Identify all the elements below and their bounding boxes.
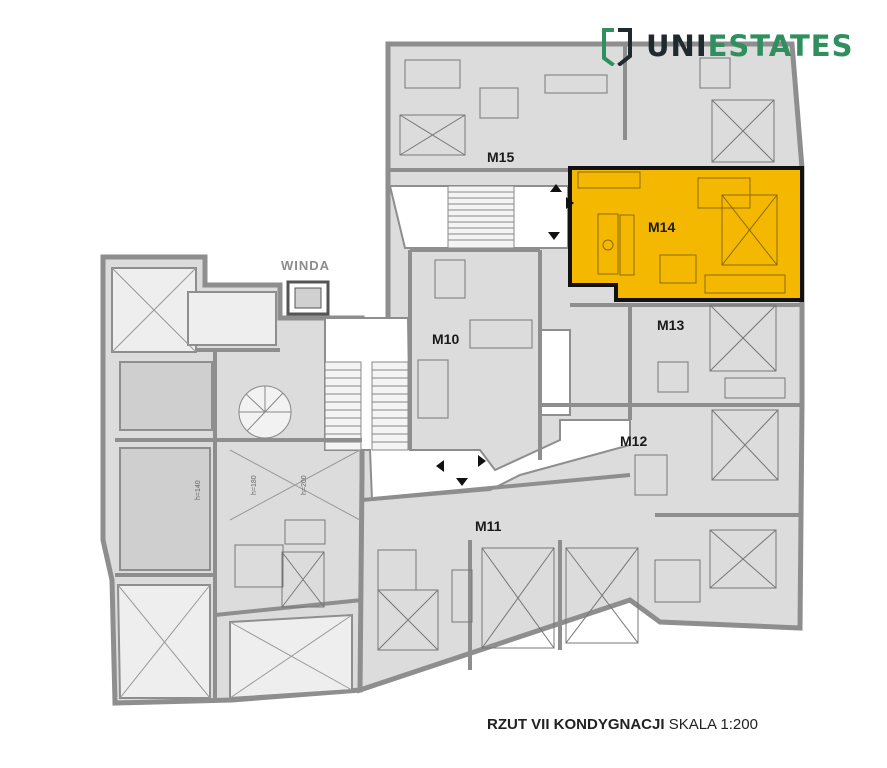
unit-label-m10: M10 [432,331,459,347]
entry-arrows [436,184,574,486]
arrow-down-icon [456,478,468,486]
staircase-center [324,361,409,451]
brand-prefix: UNI [646,29,708,63]
unit-label-m15: M15 [487,149,514,165]
unit-label-m11: M11 [475,518,502,534]
arrow-right-icon [566,197,574,209]
brand-suffix: ESTATES [707,29,854,63]
dimension-label: h=200 [301,475,308,495]
caption-title: RZUT VII KONDYGNACJI [487,716,665,733]
corridor-link [539,329,571,416]
elevator-shaft [286,280,330,316]
unit-label-m13: M13 [657,317,684,333]
unit-label-m14: M14 [648,219,675,235]
unit-m14-fixtures [577,171,786,294]
arrow-left-icon [436,460,444,472]
staircase-north [447,185,515,249]
dimension-label: h=140 [195,480,202,500]
dimension-label: h=180 [251,475,258,495]
spiral-stair [238,385,292,439]
plan-caption: RZUT VII KONDYGNACJI SKALA 1:200 [487,716,758,733]
brand-logo: UNIESTATES [598,26,854,66]
furniture [234,57,786,651]
unit-m14-area[interactable] [568,166,804,302]
elevator-label: WINDA [281,258,330,273]
void-crosses [111,267,361,699]
brand-name: UNIESTATES [646,26,854,66]
arrow-right-icon [478,455,486,467]
highlighted-unit-m14[interactable] [568,166,804,302]
wing-north [357,41,805,694]
caption-scale: SKALA 1:200 [668,716,758,733]
bracket-logo-icon [602,28,632,66]
arrow-up-icon [550,184,562,192]
arrow-down-icon [548,232,560,240]
unit-label-m12: M12 [620,433,647,449]
